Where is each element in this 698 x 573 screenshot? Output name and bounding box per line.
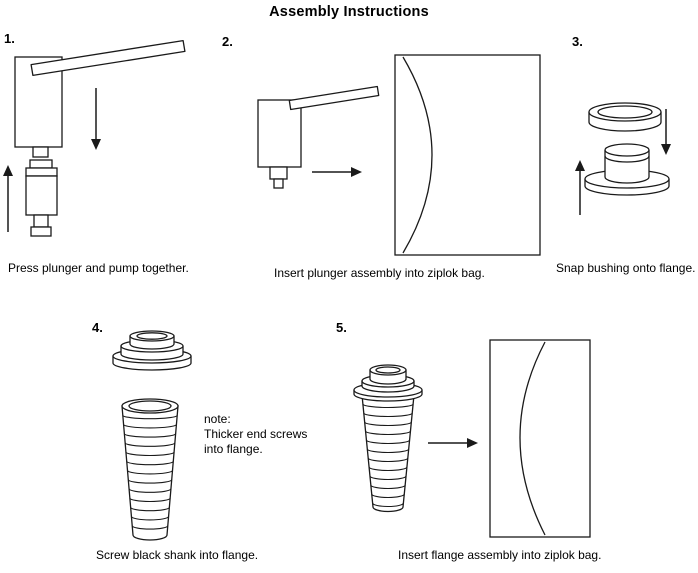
step-4-number: 4. (92, 320, 103, 335)
flange-illustration (584, 143, 670, 196)
arrow-up-icon (3, 165, 13, 232)
ziplok-bag-illustration (394, 54, 541, 256)
bag-gusset-curve (402, 56, 433, 254)
shank-ribs (362, 403, 414, 508)
arrow-right-icon (312, 167, 362, 177)
step-4-note: note: Thicker end screws into flange. (204, 412, 307, 457)
step-5-caption: Insert flange assembly into ziplok bag. (398, 548, 602, 562)
flange-stack-illustration (112, 330, 192, 371)
step-4-illustration (112, 330, 192, 541)
step-2-illustration (257, 54, 541, 256)
step-5-number: 5. (336, 320, 347, 335)
pump-stem (33, 214, 49, 228)
step-2-number: 2. (222, 34, 233, 49)
pump-neck (29, 159, 53, 169)
plunger-shaft (32, 146, 49, 158)
black-shank-illustration (121, 398, 179, 541)
step-1-caption: Press plunger and pump together. (8, 261, 189, 275)
step-3-number: 3. (572, 34, 583, 49)
bushing-illustration (588, 102, 662, 132)
arrow-up-icon (575, 160, 585, 215)
flange-stem (604, 150, 650, 184)
pump-body (25, 175, 58, 216)
step-3-caption: Snap bushing onto flange. (556, 261, 696, 275)
page-title: Assembly Instructions (269, 4, 429, 20)
plunger-handle (30, 39, 186, 77)
plunger-assembly-illustration (257, 85, 380, 189)
pump-illustration (25, 159, 58, 237)
shank-ribs (122, 414, 178, 530)
arrow-right-icon (428, 438, 478, 448)
step-1-illustration (3, 39, 186, 237)
flange-assembly-illustration (353, 364, 423, 513)
plunger-body (257, 99, 302, 168)
shank-body (121, 405, 179, 541)
pump-cap (25, 167, 58, 177)
plunger-handle (288, 85, 380, 111)
step-3-illustration (575, 102, 671, 215)
step-5-illustration (353, 339, 591, 538)
shank-body (361, 394, 415, 513)
plunger-stem (269, 166, 288, 180)
step-2-caption: Insert plunger assembly into ziplok bag. (274, 266, 485, 280)
pump-foot (30, 226, 52, 237)
bag-gusset-curve (519, 341, 546, 536)
note-line: Thicker end screws (204, 427, 308, 441)
step-4-caption: Screw black shank into flange. (96, 548, 259, 562)
step-1-number: 1. (4, 31, 15, 46)
plunger-tip (273, 178, 284, 189)
note-label: note: (204, 412, 231, 426)
bag-outline (489, 339, 591, 538)
note-line: into flange. (204, 442, 263, 456)
ziplok-bag-illustration (489, 339, 591, 538)
arrow-down-icon (91, 88, 101, 150)
plunger-illustration (14, 39, 186, 158)
arrow-down-icon (661, 109, 671, 155)
